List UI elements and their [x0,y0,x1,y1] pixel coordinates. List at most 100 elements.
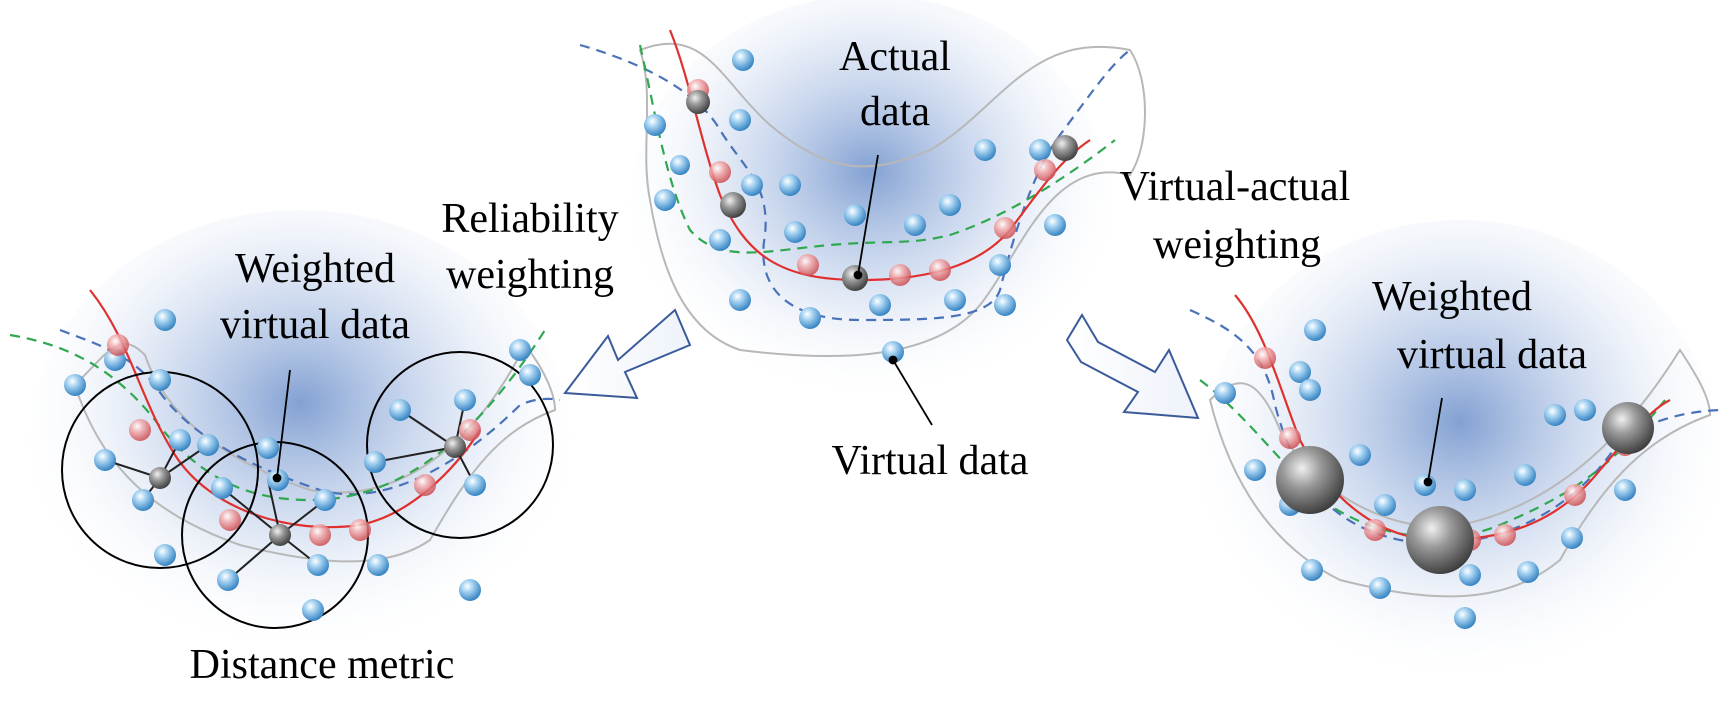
actual-data-label-line2: data [860,89,930,135]
virtual-data-point [509,339,531,361]
virtual-data-point [459,579,481,601]
reliability-weighting-label-line1: Reliability [441,196,618,242]
virtual-data-point [709,229,731,251]
virtual-actual-weighting-arrow [1065,313,1200,420]
virtual-data-point [779,174,801,196]
weighted-point [720,192,746,218]
virtual-actual-weighting-label-line1: Virtual-actual [1120,164,1351,210]
actual-curve-point [994,217,1016,239]
virtual-data-point [1514,464,1536,486]
virtual-data-point [154,544,176,566]
actual-curve-point [219,509,241,531]
virtual-actual-weighting-label-line2: weighting [1153,222,1321,268]
actual-curve-point [459,419,481,441]
virtual-data-point [799,307,821,329]
virtual-data-point [994,294,1016,316]
virtual-data-point [94,449,116,471]
center-blue-dashed-curve [579,43,1131,322]
virtual-data-point [1517,561,1539,583]
weighted-point [1276,446,1344,514]
virtual-data-point [307,554,329,576]
actual-curve-point [1254,347,1276,369]
virtual-data-point [1454,607,1476,629]
actual-curve-point [1279,427,1301,449]
virtual-data-point [1369,577,1391,599]
virtual-data-point [64,374,86,396]
virtual-data-point [732,49,754,71]
virtual-data-point [169,429,191,451]
virtual-data-point [784,221,806,243]
left-weighted-leader [276,369,291,479]
virtual-data-point [1304,319,1326,341]
distance-metric-label: Distance metric [190,642,455,688]
virtual-data-point [1349,444,1371,466]
leader-lines [272,154,1443,487]
weighted-point [149,467,171,489]
virtual-data-point [1214,382,1236,404]
virtual-data-point [464,474,486,496]
virtual-data-point [844,204,866,226]
virtual-data-point [389,399,411,421]
virtual-data-point [869,294,891,316]
virtual-data-point [1289,361,1311,383]
virtual-data-label: Virtual data [832,438,1029,484]
left-weighted-virtual-data-label-line1: Weighted [235,246,395,292]
virtual-data-point [364,451,386,473]
actual-curve-point [1034,159,1056,181]
actual-curve-point [107,334,129,356]
virtual-data-point [654,189,676,211]
actual-curve-point [129,419,151,441]
virtual-data-point [729,109,751,131]
virtual-data-point [454,389,476,411]
reliability-weighting-label-line2: weighting [446,252,614,298]
virtual-data-point [132,489,154,511]
virtual-data-point [741,174,763,196]
right-halo [1200,220,1720,700]
right-weighted-leader [1427,397,1443,483]
center-manifold-outline [638,42,1146,358]
virtual-data-point [217,569,239,591]
actual-curve-point [709,161,731,183]
weighted-point [1052,135,1078,161]
actual-curve-point [349,519,371,541]
weighted-point [686,90,710,114]
actual-data-leader [857,154,879,276]
actual-curve-point [309,524,331,546]
actual-curve-point [1494,524,1516,546]
weighted-point [1406,506,1474,574]
virtual-data-point [314,489,336,511]
actual-curve-point [889,264,911,286]
virtual-data-point [1299,379,1321,401]
weighted-point [1602,402,1654,454]
virtual-data-point [729,289,751,311]
virtual-data-point [944,289,966,311]
virtual-data-point [1459,564,1481,586]
virtual-data-point [1044,214,1066,236]
block-arrows [563,308,1200,420]
distance-circle-3 [366,351,554,539]
virtual-data-point [211,477,233,499]
actual-curve-point [1364,519,1386,541]
right-weighted-virtual-data-label-line1: Weighted [1372,274,1532,320]
virtual-data-point [904,214,926,236]
virtual-data-point [670,155,690,175]
right-weighted-virtual-data-label-line2: virtual data [1397,332,1587,378]
virtual-data-leader [892,359,933,426]
actual-curve-point [414,474,436,496]
virtual-data-point [1614,479,1636,501]
virtual-data-point [1244,459,1266,481]
virtual-data-point [939,194,961,216]
virtual-data-point [367,554,389,576]
virtual-data-point [974,139,996,161]
virtual-data-point [154,309,176,331]
actual-curve-point [797,254,819,276]
left-blue-dashed-curve [59,328,561,496]
virtual-data-point [1029,139,1051,161]
virtual-data-point [1574,399,1596,421]
actual-curve-point [929,259,951,281]
left-weighted-virtual-data-label-line2: virtual data [220,302,410,348]
actual-curve-point [1564,484,1586,506]
reliability-weighting-arrow [563,308,692,400]
